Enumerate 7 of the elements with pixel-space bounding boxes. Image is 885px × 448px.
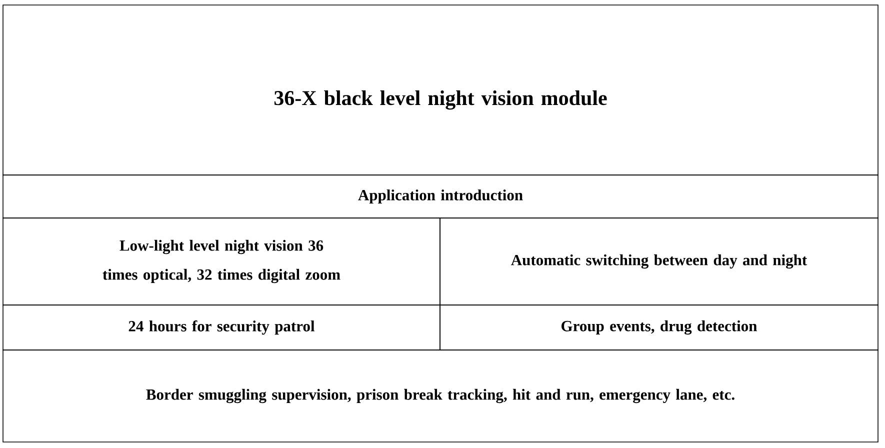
table-cell: Border smuggling supervision, prison break tracking, hit and run, emergency lane, etc. [2, 350, 878, 442]
table-cell: 24 hours for security patrol [2, 304, 440, 350]
table-cell: Automatic switching between day and night [440, 218, 878, 306]
table-cell: Application introduction [2, 174, 878, 218]
table-cell: Low-light level night vision 36 times optical, 32 times digital zoom [2, 218, 440, 306]
table-cell: Group events, drug detection [440, 304, 878, 350]
title-cell: 36-X black level night vision module [2, 4, 878, 176]
